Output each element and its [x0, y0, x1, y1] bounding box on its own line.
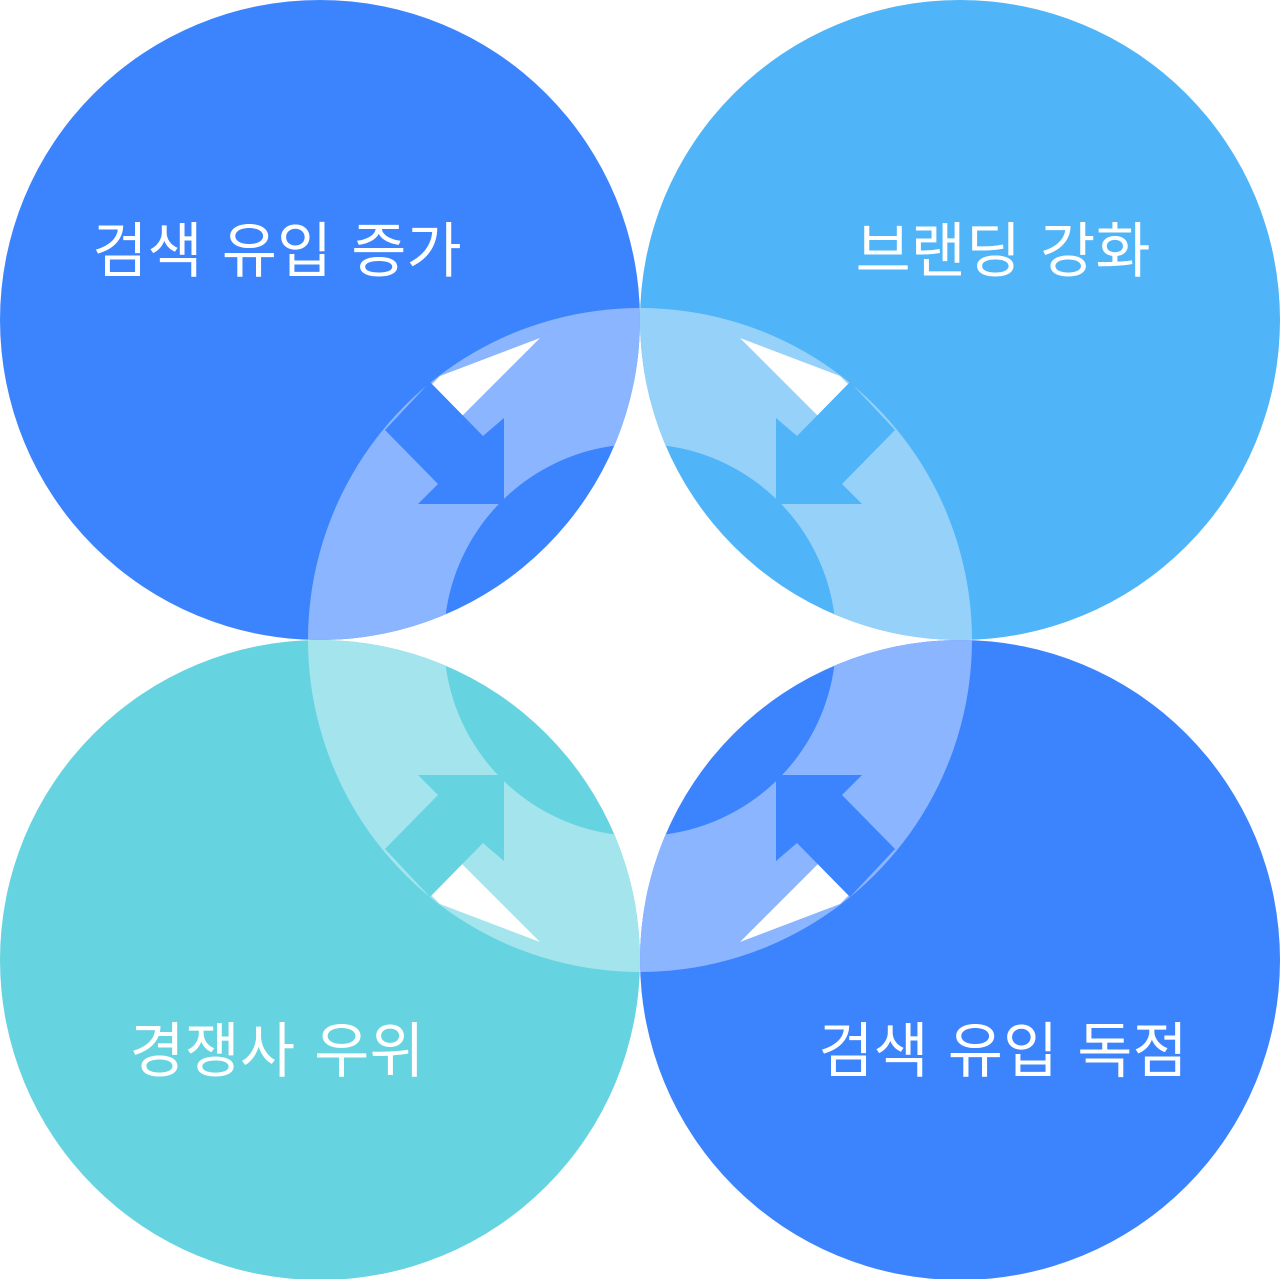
circle-bottom-right — [640, 640, 1280, 1279]
circle-bottom-left — [0, 640, 640, 1279]
arrow-up-left-icon — [776, 775, 895, 897]
label-top-right: 브랜딩 강화 — [855, 217, 1150, 287]
label-top-left: 검색 유입 증가 — [92, 217, 461, 287]
circle-top-right — [640, 0, 1280, 640]
arrow-down-right-icon — [385, 382, 504, 504]
circle-top-left — [0, 0, 640, 640]
arrow-up-right-icon — [385, 775, 504, 897]
arrow-down-left-icon — [776, 382, 895, 504]
label-bottom-right: 검색 유입 독점 — [818, 1017, 1187, 1087]
label-bottom-left: 경쟁사 우위 — [129, 1017, 424, 1087]
